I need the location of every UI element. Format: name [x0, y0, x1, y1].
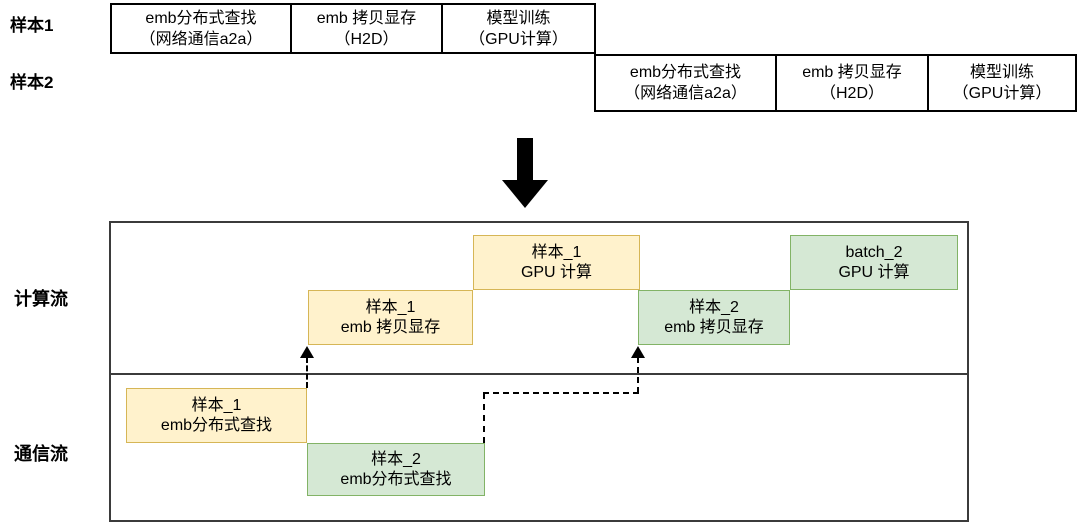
- row2-stage-h2d: emb 拷贝显存 （H2D）: [775, 54, 929, 112]
- block-sample2-lookup: 样本_2 emb分布式查找: [307, 443, 485, 496]
- stage-line2: （网络通信a2a）: [139, 30, 263, 48]
- stage-line1: 模型训练: [486, 9, 551, 27]
- down-arrow-head: [502, 180, 548, 208]
- block-line2: GPU 计算: [520, 263, 593, 281]
- stage-line1: emb分布式查找: [145, 9, 257, 27]
- dep-arrow-sample2-head: [631, 346, 645, 358]
- block-batch2-gpu: batch_2 GPU 计算: [790, 235, 958, 290]
- block-line1: 样本_1: [365, 298, 416, 316]
- stage-line1: 模型训练: [969, 64, 1034, 81]
- block-line1: 样本_1: [531, 243, 582, 261]
- stage-line1: emb 拷贝显存: [316, 9, 417, 27]
- block-line1: batch_2: [845, 243, 903, 261]
- block-line1: 样本_2: [689, 298, 739, 316]
- block-line2: emb 拷贝显存: [340, 318, 441, 336]
- stage-line2: （GPU计算）: [952, 85, 1052, 102]
- block-sample1-gpu: 样本_1 GPU 计算: [473, 235, 640, 290]
- dep-arrow-sample2-line-across: [483, 392, 639, 394]
- block-line1: 样本_2: [371, 450, 421, 468]
- row2-stage-train: 模型训练 （GPU计算）: [927, 54, 1077, 112]
- dep-arrow-sample2-line-up2: [637, 357, 639, 393]
- block-line2: emb 拷贝显存: [664, 318, 764, 336]
- block-line2: emb分布式查找: [340, 470, 452, 488]
- row2-stage-lookup: emb分布式查找 （网络通信a2a）: [594, 54, 777, 112]
- dep-arrow-sample1-head: [300, 346, 314, 358]
- row1-stage-h2d: emb 拷贝显存 （H2D）: [290, 3, 443, 54]
- compute-stream-label: 计算流: [14, 289, 68, 309]
- row1-stage-train: 模型训练 （GPU计算）: [441, 3, 596, 54]
- stage-line2: （GPU计算）: [469, 30, 568, 48]
- sample1-label: 样本1: [10, 16, 54, 35]
- block-sample1-lookup: 样本_1 emb分布式查找: [126, 388, 307, 443]
- block-line1: 样本_1: [191, 396, 242, 414]
- block-sample1-h2d: 样本_1 emb 拷贝显存: [308, 290, 473, 345]
- row1-stage-lookup: emb分布式查找 （网络通信a2a）: [110, 3, 292, 54]
- block-line2: emb分布式查找: [160, 416, 273, 434]
- down-arrow-shaft: [517, 138, 533, 181]
- lane-divider: [111, 373, 967, 375]
- block-line2: GPU 计算: [838, 263, 910, 281]
- block-sample2-h2d: 样本_2 emb 拷贝显存: [638, 290, 790, 345]
- comm-stream-label: 通信流: [14, 444, 68, 464]
- stage-line2: （网络通信a2a）: [624, 85, 747, 102]
- stage-line2: （H2D）: [819, 85, 884, 102]
- stage-line1: emb 拷贝显存: [802, 64, 902, 81]
- stage-line1: emb分布式查找: [629, 64, 742, 81]
- dep-arrow-sample1-line: [306, 357, 308, 388]
- sample2-label: 样本2: [10, 73, 54, 92]
- stage-line2: （H2D）: [334, 30, 399, 48]
- dep-arrow-sample2-line-up1: [483, 393, 485, 443]
